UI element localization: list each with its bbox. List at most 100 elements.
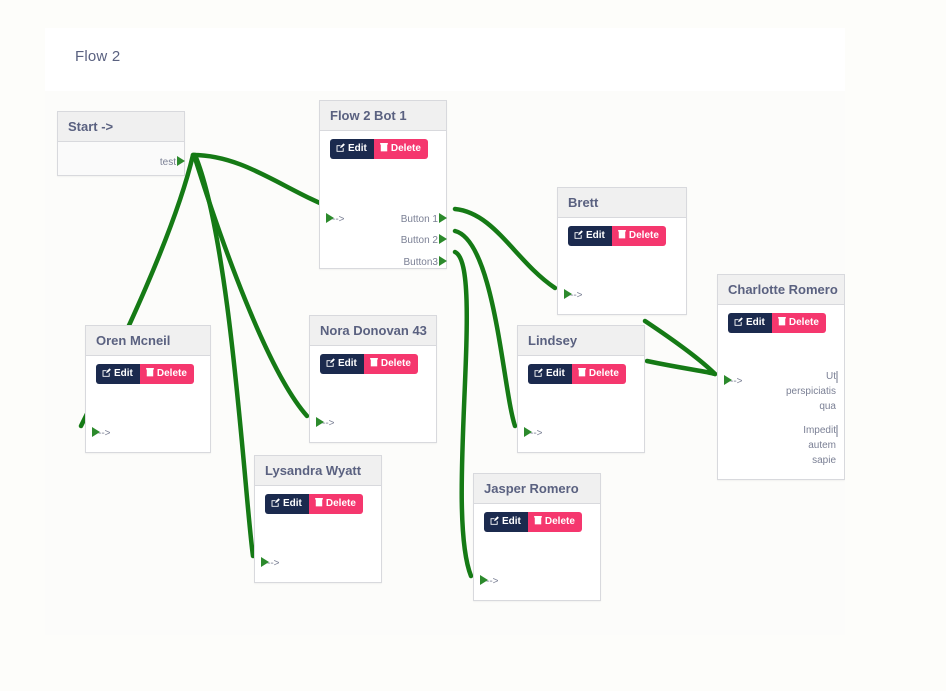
node-body-nora-donovan-43: Edit Delete --> (310, 346, 436, 442)
output-port-label: test (159, 157, 176, 168)
text-output-line: perspiciatis (785, 386, 836, 397)
node-title-brett: Brett (558, 188, 686, 218)
delete-button-label: Delete (156, 368, 187, 379)
node-body-lysandra-wyatt: Edit Delete --> (255, 486, 381, 582)
input-port-label: --> (98, 428, 111, 439)
node-title-start: Start -> (58, 112, 184, 142)
edit-button-lindsey[interactable]: Edit (528, 364, 572, 384)
node-actions-flow2bot1: Edit Delete (320, 139, 446, 159)
pencil-square-icon (534, 368, 543, 380)
edit-button-label: Edit (546, 368, 565, 379)
node-actions-lysandra-wyatt: Edit Delete (255, 494, 381, 514)
edge-flow2bot1-button1-to-brett-in[interactable] (452, 206, 558, 291)
input-port-label: --> (570, 290, 583, 301)
input-port-label: --> (486, 576, 499, 587)
delete-button-lysandra-wyatt[interactable]: Delete (308, 494, 363, 514)
input-arrow-icon (261, 557, 269, 567)
edge-start-test-to-flow2bot1-in[interactable] (190, 152, 340, 213)
input-arrow-icon (326, 213, 334, 223)
edit-button-lysandra-wyatt[interactable]: Edit (265, 494, 309, 514)
input-port-label: --> (267, 558, 280, 569)
input-port-nora-donovan-43-0[interactable]: --> (316, 417, 335, 431)
delete-button-label: Delete (380, 358, 411, 369)
input-port-label: --> (332, 214, 345, 225)
node-body-lindsey: Edit Delete --> (518, 356, 644, 452)
node-body-flow2bot1: Edit Delete --> Button 1 Button 2 Button3 (320, 131, 447, 270)
output-port-flow2bot1-2[interactable]: Button3 (404, 256, 447, 270)
delete-button-charlotte-romero[interactable]: Delete (771, 313, 826, 333)
input-port-label: --> (530, 428, 543, 439)
delete-button-flow2bot1[interactable]: Delete (373, 139, 428, 159)
text-output-line: Impedit (803, 425, 836, 436)
trash-icon (778, 317, 786, 329)
edge-brett-out-to-charlotte-romero-in[interactable] (642, 318, 718, 377)
pencil-square-icon (326, 358, 335, 370)
edit-button-oren-mcneil[interactable]: Edit (96, 364, 140, 384)
trash-icon (578, 368, 586, 380)
output-port-start-0[interactable]: test (159, 156, 185, 170)
input-port-charlotte-romero-0[interactable]: --> (724, 375, 743, 389)
edit-button-nora-donovan-43[interactable]: Edit (320, 354, 364, 374)
delete-button-nora-donovan-43[interactable]: Delete (363, 354, 418, 374)
edit-button-jasper-romero[interactable]: Edit (484, 512, 528, 532)
input-port-label: --> (730, 376, 743, 387)
edge-flow2bot1-button3-to-jasper-romero-in[interactable] (452, 249, 474, 579)
edge-lindsey-out-to-charlotte-romero-in[interactable] (644, 358, 718, 377)
edge-flow2bot1-button2-to-lindsey-in[interactable] (452, 228, 518, 429)
node-title-oren-mcneil: Oren Mcneil (86, 326, 210, 356)
output-stub-icon (836, 425, 838, 437)
input-port-lysandra-wyatt-0[interactable]: --> (261, 557, 280, 571)
page-title: Flow 2 (75, 48, 121, 65)
edit-button-charlotte-romero[interactable]: Edit (728, 313, 772, 333)
text-output-line: Ut (826, 371, 836, 382)
edit-button-flow2bot1[interactable]: Edit (330, 139, 374, 159)
node-actions-lindsey: Edit Delete (518, 364, 644, 384)
output-arrow-icon (177, 156, 185, 166)
edit-button-label: Edit (502, 516, 521, 527)
node-title-jasper-romero: Jasper Romero (474, 474, 600, 504)
delete-button-label: Delete (390, 143, 421, 154)
edit-button-brett[interactable]: Edit (568, 226, 612, 246)
input-arrow-icon (316, 417, 324, 427)
edit-button-label: Edit (586, 230, 605, 241)
node-start[interactable]: Start -> test (57, 111, 185, 176)
text-output-line: autem (808, 440, 836, 451)
node-actions-oren-mcneil: Edit Delete (86, 364, 210, 384)
node-title-lindsey: Lindsey (518, 326, 644, 356)
input-port-flow2bot1-0[interactable]: --> (326, 213, 345, 227)
trash-icon (146, 368, 154, 380)
input-port-brett-0[interactable]: --> (564, 289, 583, 303)
delete-button-oren-mcneil[interactable]: Delete (139, 364, 194, 384)
output-port-label: Button 2 (400, 235, 438, 246)
input-port-lindsey-0[interactable]: --> (524, 427, 543, 441)
output-port-flow2bot1-0[interactable]: Button 1 (400, 213, 447, 227)
input-port-oren-mcneil-0[interactable]: --> (92, 427, 111, 441)
page-header-card: Flow 2 (45, 28, 845, 92)
pencil-square-icon (271, 498, 280, 510)
input-arrow-icon (724, 375, 732, 385)
delete-button-label: Delete (325, 498, 356, 509)
output-port-label: Button 1 (400, 214, 438, 225)
input-arrow-icon (564, 289, 572, 299)
delete-button-lindsey[interactable]: Delete (571, 364, 626, 384)
output-arrow-icon (439, 213, 447, 223)
delete-button-jasper-romero[interactable]: Delete (527, 512, 582, 532)
output-port-flow2bot1-1[interactable]: Button 2 (400, 234, 447, 248)
edit-button-label: Edit (348, 143, 367, 154)
input-port-jasper-romero-0[interactable]: --> (480, 575, 499, 589)
delete-button-brett[interactable]: Delete (611, 226, 666, 246)
pencil-square-icon (734, 317, 743, 329)
trash-icon (534, 516, 542, 528)
